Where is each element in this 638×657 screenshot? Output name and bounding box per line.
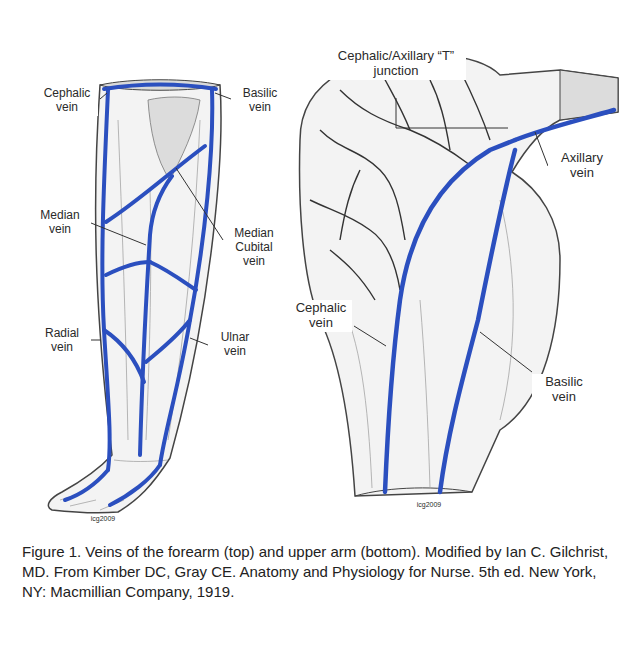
vein-label: Cephalic vein <box>36 86 98 116</box>
caption-box: Figure 1. Veins of the forearm (top) and… <box>22 542 622 601</box>
upper-arm-drawing <box>300 54 618 496</box>
vein-label: Basilic vein <box>232 86 288 116</box>
label-box: Cephalic vein <box>36 86 98 116</box>
vein-label: Cephalic vein <box>290 300 352 332</box>
vein-label: Median Cubital vein <box>224 226 284 269</box>
vein-label: Ulnar vein <box>208 330 262 360</box>
vein-label: Radial vein <box>34 326 90 356</box>
vein-label: Axillary vein <box>548 150 616 182</box>
label-box: Axillary vein <box>548 150 616 182</box>
leader-lines <box>91 93 548 372</box>
label-box: Median vein <box>30 208 90 238</box>
watermark: icg2009 <box>404 500 454 510</box>
forearm-drawing <box>48 80 221 513</box>
label-box: Median Cubital vein <box>224 226 284 269</box>
label-box: Ulnar vein <box>208 330 262 360</box>
vein-label: Basilic vein <box>532 374 596 406</box>
figure-caption: Figure 1. Veins of the forearm (top) and… <box>22 542 622 601</box>
vein-label: Median vein <box>30 208 90 238</box>
vein-label: Cephalic/Axillary “T” junction <box>326 48 466 80</box>
label-box: icg2009 <box>404 500 454 510</box>
watermark: icg2009 <box>78 514 128 524</box>
label-box: icg2009 <box>78 514 128 524</box>
label-box: Radial vein <box>34 326 90 356</box>
label-box: Cephalic/Axillary “T” junction <box>326 48 466 80</box>
label-box: Cephalic vein <box>290 300 352 332</box>
label-box: Basilic vein <box>532 374 596 406</box>
label-box: Basilic vein <box>232 86 288 116</box>
